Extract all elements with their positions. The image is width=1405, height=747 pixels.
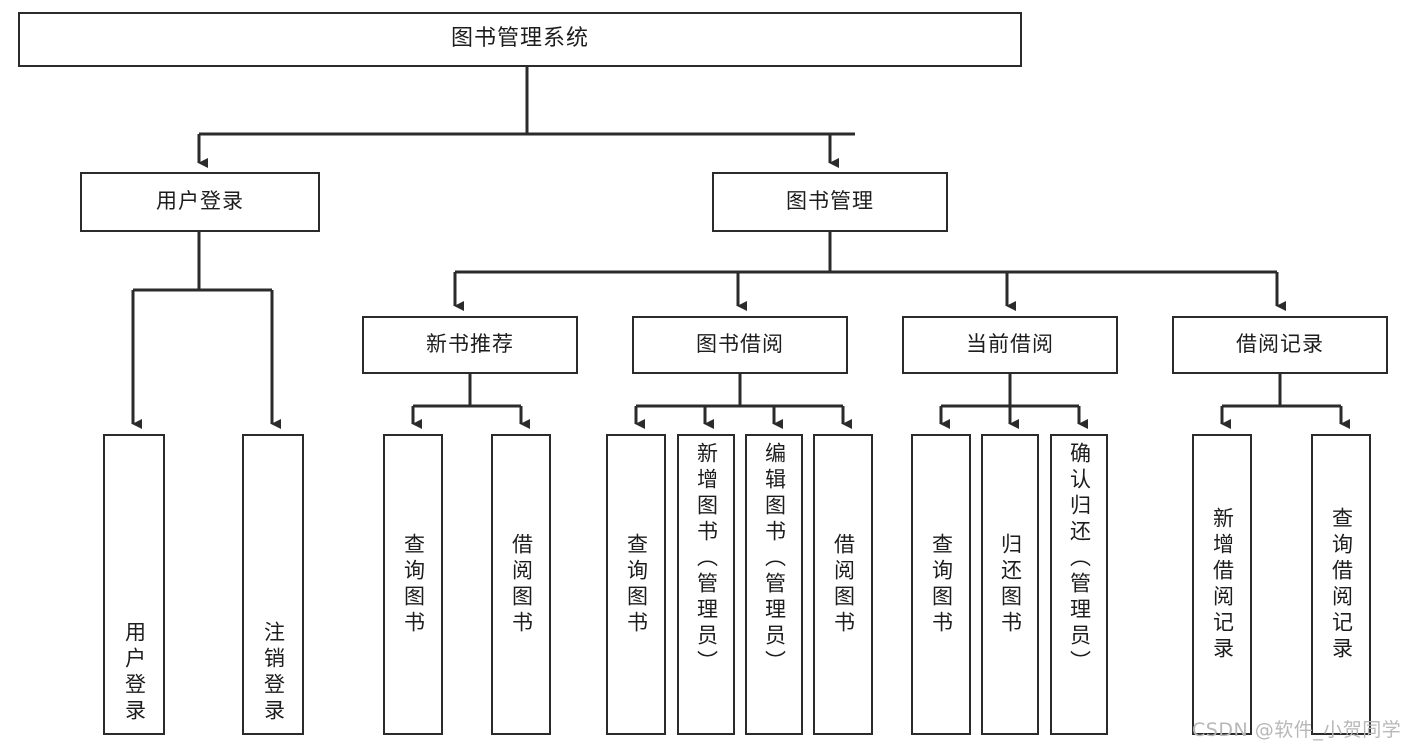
node-root-system[interactable]: 图书管理系统 [18, 12, 1022, 67]
node-label: 用户登录 [156, 189, 244, 214]
node-leaf-return-book[interactable]: 归还图书 [981, 434, 1039, 735]
node-label: 图书管理 [786, 189, 874, 214]
node-leaf-confirm-return-admin[interactable]: 确认归还（管理员） [1050, 434, 1108, 735]
node-label: 查询图书 [401, 532, 426, 637]
node-leaf-query-book-borrow[interactable]: 查询图书 [606, 434, 666, 735]
node-label: 当前借阅 [966, 332, 1054, 357]
node-label: 借阅记录 [1236, 332, 1324, 357]
node-leaf-query-book-current[interactable]: 查询图书 [911, 434, 971, 735]
node-current-borrow[interactable]: 当前借阅 [902, 316, 1118, 374]
node-label: 借阅图书 [831, 532, 856, 637]
node-label: 归还图书 [998, 532, 1023, 637]
node-leaf-edit-book-admin[interactable]: 编辑图书（管理员） [745, 434, 803, 735]
csdn-watermark: CSDN @软件_小贺同学 [1192, 719, 1402, 741]
node-leaf-user-login[interactable]: 用户登录 [103, 434, 165, 735]
node-label: 图书借阅 [696, 332, 784, 357]
node-leaf-query-borrow-record[interactable]: 查询借阅记录 [1311, 434, 1371, 735]
node-label: 编辑图书（管理员） [762, 442, 787, 676]
node-label: 查询借阅记录 [1329, 506, 1354, 663]
node-leaf-query-book-recommend[interactable]: 查询图书 [383, 434, 443, 735]
node-label: 借阅图书 [509, 532, 534, 637]
node-leaf-add-borrow-record[interactable]: 新增借阅记录 [1192, 434, 1252, 735]
node-label: 查询图书 [929, 532, 954, 637]
node-label: 图书管理系统 [450, 26, 589, 52]
node-borrow-record[interactable]: 借阅记录 [1172, 316, 1388, 374]
node-label: 确认归还（管理员） [1067, 442, 1092, 676]
node-leaf-borrow-book[interactable]: 借阅图书 [813, 434, 873, 735]
node-book-borrow[interactable]: 图书借阅 [632, 316, 848, 374]
node-book-management[interactable]: 图书管理 [712, 172, 948, 232]
node-leaf-borrow-book-recommend[interactable]: 借阅图书 [491, 434, 551, 735]
node-label: 新书推荐 [426, 332, 514, 357]
node-label: 注销登录 [261, 621, 286, 725]
node-label: 新增图书（管理员） [694, 442, 719, 676]
node-user-login[interactable]: 用户登录 [80, 172, 320, 232]
node-leaf-user-logout[interactable]: 注销登录 [242, 434, 304, 735]
node-label: 用户登录 [122, 621, 147, 725]
node-label: 新增借阅记录 [1210, 506, 1235, 663]
node-label: 查询图书 [624, 532, 649, 637]
node-new-book-recommend[interactable]: 新书推荐 [362, 316, 578, 374]
node-leaf-add-book-admin[interactable]: 新增图书（管理员） [677, 434, 735, 735]
